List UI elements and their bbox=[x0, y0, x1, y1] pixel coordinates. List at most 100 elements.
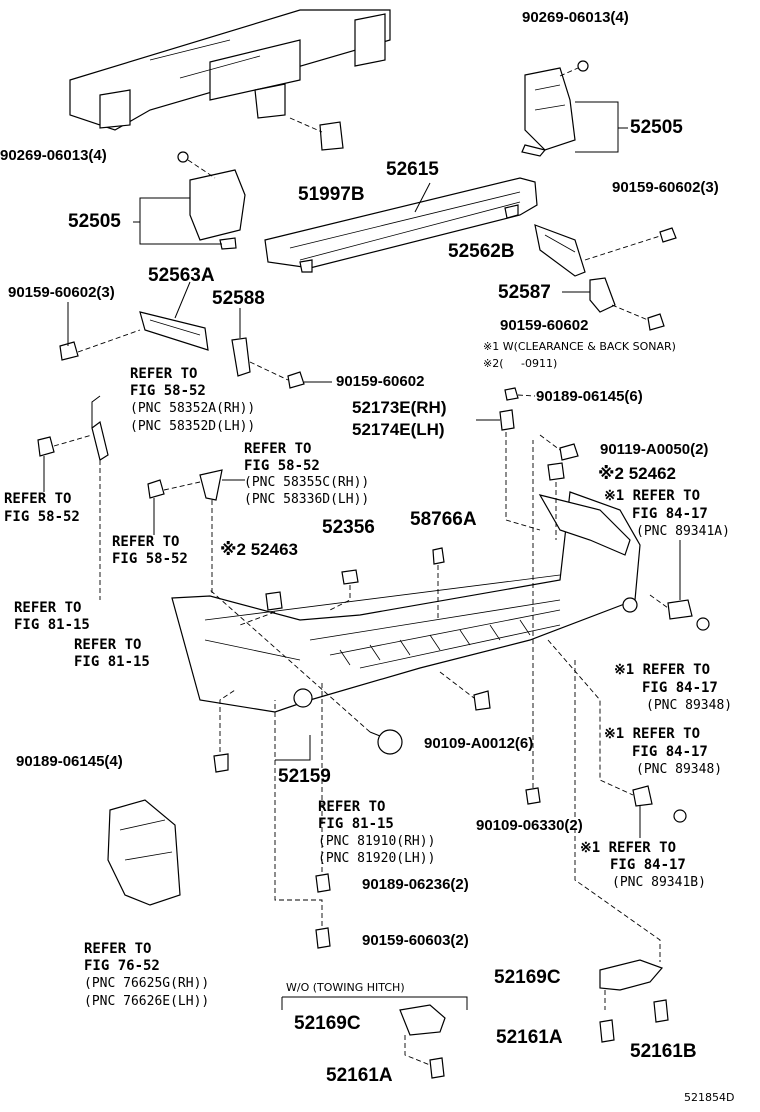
pnc-81910: (PNC 81910(RH)) bbox=[318, 834, 436, 849]
mudguard-drawing bbox=[107, 799, 181, 906]
extension-52505-rh-drawing bbox=[521, 60, 628, 157]
ref-fig81-a2: FIG 81-15 bbox=[14, 617, 90, 633]
label-part-52174e: 52174E(LH) bbox=[352, 420, 445, 439]
label-bolt-90269-left: 90269-06013(4) bbox=[0, 147, 107, 164]
ref-fig81-b: REFER TO bbox=[74, 637, 142, 653]
ref-fig58-b2: FIG 58-52 bbox=[244, 458, 320, 474]
ref-fig58-d: REFER TO bbox=[112, 534, 180, 550]
retainer-52356-drawing bbox=[329, 569, 359, 611]
spacer-52462-drawing bbox=[547, 462, 565, 540]
sonar-sensor-81910-drawing bbox=[209, 589, 403, 755]
ref-fig58-a: REFER TO bbox=[130, 366, 198, 382]
vehicle-frame-drawing bbox=[69, 9, 391, 131]
bracket-refer-58355-drawing bbox=[147, 469, 245, 660]
label-part-52161a-lower: 52161A bbox=[326, 1065, 393, 1086]
label-part-58766a: 58766A bbox=[410, 509, 477, 530]
label-bolt-90119: 90119-A0050(2) bbox=[600, 441, 709, 458]
label-bolt-90109-2: 90109-06330(2) bbox=[476, 817, 583, 834]
clip-90189-06145-4-drawing bbox=[213, 689, 236, 773]
ref-fig76: REFER TO bbox=[84, 941, 152, 957]
ref-fig76-2: FIG 76-52 bbox=[84, 958, 160, 974]
ref-fig84-b: ※1 REFER TO bbox=[614, 662, 711, 678]
label-part-52505-lh: 52505 bbox=[68, 211, 121, 232]
label-part-52463: ※2 52463 bbox=[220, 540, 298, 559]
label-bolt-90269-top: 90269-06013(4) bbox=[522, 9, 629, 26]
label-bolt-90159-3-lh: 90159-60602(3) bbox=[8, 284, 115, 301]
bolt-90159-60603-drawing bbox=[274, 700, 331, 949]
pnc-58355c: (PNC 58355C(RH)) bbox=[244, 475, 370, 490]
label-part-52505-rh: 52505 bbox=[630, 117, 683, 138]
pnc-76625g: (PNC 76625G(RH)) bbox=[84, 976, 210, 991]
ref-fig81-b2: FIG 81-15 bbox=[74, 654, 150, 670]
note-2: ※2( -0911) bbox=[483, 357, 558, 370]
bolt-90109-06330-drawing bbox=[525, 440, 541, 805]
label-part-52173e: 52173E(RH) bbox=[352, 398, 447, 417]
label-bolt-90159-60602-b: 90159-60602 bbox=[336, 373, 425, 390]
spacer-52463-drawing bbox=[239, 591, 283, 626]
label-bolt-90159-3-rh: 90159-60602(3) bbox=[612, 179, 719, 196]
label-part-52356: 52356 bbox=[322, 517, 375, 538]
label-diagram-id: 521854D bbox=[684, 1091, 735, 1104]
label-part-52588: 52588 bbox=[212, 288, 265, 309]
pnc-58352a: (PNC 58352A(RH)) bbox=[130, 401, 256, 416]
ref-fig58-c: REFER TO bbox=[4, 491, 72, 507]
extension-52505-lh-drawing bbox=[133, 151, 246, 250]
label-part-52587: 52587 bbox=[498, 282, 551, 303]
ref-fig81-c2: FIG 81-15 bbox=[318, 816, 394, 832]
label-clip-90189-6: 90189-06145(6) bbox=[536, 388, 643, 405]
ref-fig84-d2: FIG 84-17 bbox=[610, 857, 686, 873]
label-wo-towing: W/O (TOWING HITCH) bbox=[286, 981, 405, 994]
label-part-52169c-lower: 52169C bbox=[294, 1013, 361, 1034]
bolt-90109-a0012-drawing bbox=[439, 671, 491, 711]
reinforcement-52615-drawing bbox=[264, 177, 538, 273]
label-part-51997b: 51997B bbox=[298, 184, 365, 205]
ref-fig84-a2: FIG 84-17 bbox=[632, 506, 708, 522]
bracket-52587-drawing bbox=[562, 277, 665, 331]
ref-fig58-b: REFER TO bbox=[244, 441, 312, 457]
label-part-52563a: 52563A bbox=[148, 265, 215, 286]
label-part-52462: ※2 52462 bbox=[598, 464, 676, 483]
label-part-52161b: 52161B bbox=[630, 1041, 697, 1062]
bracket-52588-drawing bbox=[231, 308, 332, 389]
label-part-52562b: 52562B bbox=[448, 241, 515, 262]
bracket-52169c-right-drawing bbox=[574, 660, 669, 1043]
ref-fig58-c2: FIG 58-52 bbox=[4, 509, 80, 525]
pnc-76626e: (PNC 76626E(LH)) bbox=[84, 994, 210, 1009]
label-part-52161a-right: 52161A bbox=[496, 1027, 563, 1048]
label-bolt-90109-6: 90109-A0012(6) bbox=[424, 735, 534, 752]
pnc-89348-b: (PNC 89348) bbox=[646, 698, 733, 713]
label-part-52615: 52615 bbox=[386, 159, 439, 180]
towing-hitch-frame bbox=[281, 996, 468, 1010]
clip-90189-06236-drawing bbox=[315, 680, 331, 893]
label-bolt-90159-60603: 90159-60603(2) bbox=[362, 932, 469, 949]
ref-fig81-c: REFER TO bbox=[318, 799, 386, 815]
label-part-52159: 52159 bbox=[278, 766, 331, 787]
sensor-89348-drawing bbox=[547, 639, 687, 838]
bracket-51997b-icon bbox=[289, 117, 344, 151]
pnc-81920: (PNC 81920(LH)) bbox=[318, 851, 436, 866]
bracket-refer-58352-drawing bbox=[37, 395, 109, 600]
ref-fig84-b2: FIG 84-17 bbox=[642, 680, 718, 696]
bracket-52562b-drawing bbox=[534, 224, 677, 277]
screw-90119-drawing bbox=[539, 434, 579, 461]
ref-fig84-c: ※1 REFER TO bbox=[604, 726, 701, 742]
clip-58766a-drawing bbox=[432, 547, 445, 620]
pnc-89348-c: (PNC 89348) bbox=[636, 762, 723, 777]
pnc-58336d: (PNC 58336D(LH)) bbox=[244, 492, 370, 507]
bracket-52563a-drawing bbox=[59, 281, 209, 361]
ref-fig81-a: REFER TO bbox=[14, 600, 82, 616]
label-bolt-90159-60602-a: 90159-60602 bbox=[500, 317, 589, 334]
ref-fig84-c2: FIG 84-17 bbox=[632, 744, 708, 760]
bracket-52169c-lower-drawing bbox=[399, 1004, 446, 1079]
clip-90189-06145-6-drawing bbox=[476, 387, 541, 531]
note-1: ※1 W(CLEARANCE & BACK SONAR) bbox=[483, 340, 676, 353]
sensor-89341a-drawing bbox=[649, 540, 710, 631]
pnc-58352d: (PNC 58352D(LH)) bbox=[130, 419, 256, 434]
pnc-89341a: (PNC 89341A) bbox=[636, 524, 730, 539]
ref-fig58-d2: FIG 58-52 bbox=[112, 551, 188, 567]
ref-fig84-d: ※1 REFER TO bbox=[580, 840, 677, 856]
label-clip-90189-06236: 90189-06236(2) bbox=[362, 876, 469, 893]
ref-fig84-a: ※1 REFER TO bbox=[604, 488, 701, 504]
label-clip-90189-4: 90189-06145(4) bbox=[16, 753, 123, 770]
